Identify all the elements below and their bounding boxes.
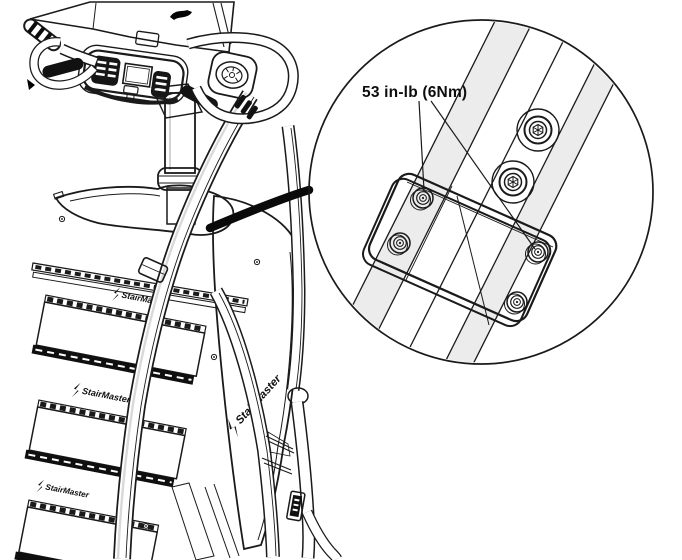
brand-mark-icon (170, 10, 192, 20)
mounting-plate (362, 172, 558, 328)
stair-stringer (171, 482, 215, 560)
step-tread (24, 399, 187, 488)
left-arm-pad (42, 57, 84, 78)
start-button (123, 85, 139, 95)
right-handlebar (186, 32, 299, 125)
callout-pointer (205, 185, 314, 233)
cup-holder (207, 51, 258, 99)
support-tube (113, 90, 258, 560)
body-screws (58, 215, 261, 529)
console-pod (77, 44, 189, 105)
console-display (121, 62, 154, 88)
detail-callout: 53 in-lb (6Nm) (308, 19, 654, 365)
leg-label (286, 490, 306, 522)
step-tread (14, 499, 160, 560)
detail-circle (308, 19, 654, 365)
tube-clamp (137, 257, 169, 283)
stairmaster-logo (71, 381, 133, 409)
right-frame (261, 125, 342, 560)
leader-line (430, 100, 536, 250)
leader-line (418, 100, 425, 191)
torque-annotation: 53 in-lb (6Nm) (362, 84, 536, 250)
plate-screws (387, 187, 549, 315)
left-handlebar (23, 18, 98, 90)
display-back-panel (29, 1, 235, 53)
panel-label (135, 30, 160, 48)
stairmaster-logo (36, 478, 91, 503)
rail-detail (325, 21, 640, 363)
console (29, 1, 235, 119)
rail-bolt (516, 108, 560, 152)
step-tread (31, 294, 207, 385)
frame-crossbars (261, 431, 295, 475)
side-shroud (209, 195, 300, 558)
support-column (164, 92, 196, 174)
rail-bolt (491, 160, 535, 204)
torque-label: 53 in-lb (6Nm) (362, 84, 467, 101)
right-grip-rings (234, 94, 258, 120)
stepmill-machine (14, 1, 342, 560)
